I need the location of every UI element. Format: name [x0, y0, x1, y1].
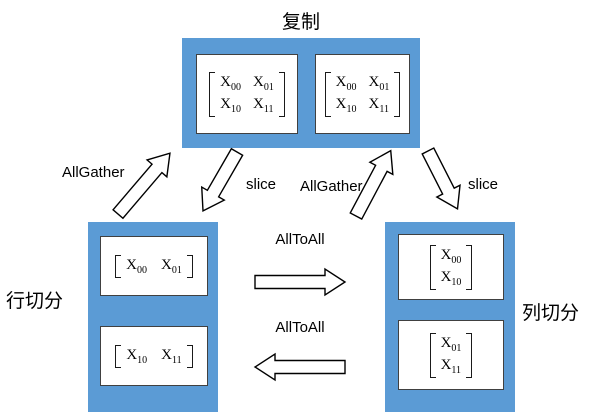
- matrix-entry: X00: [126, 256, 147, 276]
- replicate-title: 复制: [281, 11, 320, 33]
- slice-left-arrow: [200, 147, 244, 213]
- matrix-full-2: X00 X01 X10 X11: [324, 71, 401, 117]
- left-bracket: [324, 71, 331, 117]
- alltoall-bottom-label: AllToAll: [275, 319, 325, 336]
- matrix-entry: X01: [368, 73, 390, 93]
- alltoall-top-label: AllToAll: [275, 231, 325, 248]
- left-bracket: [209, 71, 216, 117]
- matrix-entry: X10: [126, 346, 148, 366]
- row-split-panel: X00 X01 X10 X11: [88, 222, 218, 412]
- matrix-entry: X00: [440, 246, 462, 266]
- allgather-left-arrow: [112, 152, 171, 220]
- left-bracket: [115, 344, 122, 368]
- alltoall-right-arrow: [254, 267, 347, 297]
- right-bracket: [466, 332, 473, 378]
- right-bracket: [186, 344, 193, 368]
- matrix-row-2: X10 X11: [115, 344, 193, 368]
- right-bracket: [278, 71, 285, 117]
- replicate-panel: X00 X01 X10 X11 X00 X01 X10 X11: [182, 38, 420, 148]
- row-split-box-2: X10 X11: [100, 326, 208, 386]
- matrix-entry: X11: [253, 95, 274, 115]
- matrix-entry: X11: [368, 95, 389, 115]
- right-bracket: [186, 254, 193, 278]
- matrix-row-1: X00 X01: [115, 254, 193, 278]
- alltoall-left-arrow: [253, 352, 346, 382]
- col-split-box-1: X00 X10: [398, 234, 504, 300]
- allgather-right-label: AllGather: [300, 178, 363, 195]
- row-split-label: 行切分: [6, 290, 64, 312]
- left-bracket: [429, 332, 436, 378]
- left-bracket: [115, 254, 122, 278]
- matrix-entry: X00: [335, 73, 357, 93]
- matrix-full-1: X00 X01 X10 X11: [209, 71, 285, 117]
- col-split-box-2: X01 X11: [398, 320, 504, 390]
- matrix-col-1: X00 X10: [429, 244, 473, 290]
- matrix-entry: X01: [161, 256, 182, 276]
- matrix-entry: X10: [335, 95, 357, 115]
- matrix-entry: X01: [253, 73, 274, 93]
- matrix-entry: X00: [220, 73, 241, 93]
- slice-left-label: slice: [246, 176, 277, 193]
- matrix-entry: X11: [161, 346, 182, 366]
- left-bracket: [429, 244, 436, 290]
- matrix-entry: X10: [220, 95, 241, 115]
- col-split-label: 列切分: [522, 302, 580, 324]
- allgather-left-label: AllGather: [62, 164, 125, 181]
- right-bracket: [466, 244, 473, 290]
- matrix-entry: X01: [440, 334, 462, 354]
- matrix-entry: X11: [440, 356, 462, 376]
- replicate-matrix-box-1: X00 X01 X10 X11: [196, 54, 298, 134]
- slice-right-label: slice: [468, 176, 499, 193]
- replicate-matrix-box-2: X00 X01 X10 X11: [315, 54, 410, 134]
- row-split-box-1: X00 X01: [100, 236, 208, 296]
- right-bracket: [394, 71, 401, 117]
- matrix-col-2: X01 X11: [429, 332, 473, 378]
- col-split-panel: X00 X10 X01 X11: [385, 222, 515, 412]
- matrix-entry: X10: [440, 268, 462, 288]
- slice-right-arrow: [421, 147, 461, 211]
